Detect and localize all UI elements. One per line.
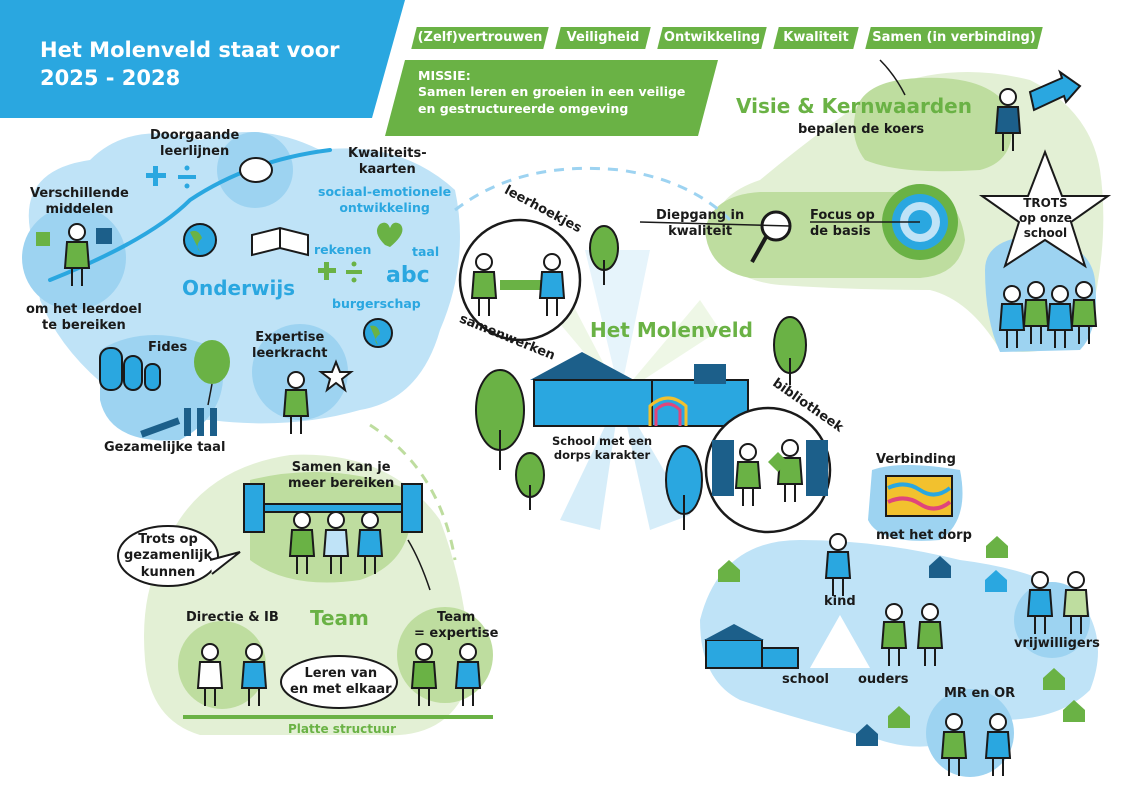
header-banner [0, 0, 405, 118]
value-tag-ontwikkeling: Ontwikkeling [660, 27, 764, 49]
molenveld-title: Het Molenveld [590, 318, 753, 342]
mission-banner [385, 60, 718, 136]
rekenen-label: rekenen [314, 242, 372, 257]
gezamelijke-taal-label: Gezamelijke taal [104, 440, 226, 455]
center-region [454, 166, 832, 534]
fides-label: Fides [148, 340, 188, 355]
kind-label: kind [824, 594, 856, 609]
mission-text: MISSIE: Samen leren en groeien in een ve… [418, 68, 685, 117]
taal-label: taal [412, 244, 440, 259]
burgerschap-label: burgerschap [332, 296, 421, 311]
mission-line-2: en gestructureerde omgeving [418, 100, 629, 116]
title-line-2: 2025 - 2028 [40, 66, 181, 91]
kwaliteitskaarten-label: Kwaliteits-kaarten [348, 146, 427, 178]
value-tag-kwaliteit: Kwaliteit [776, 27, 856, 49]
page-title: Het Molenveld staat voor 2025 - 2028 [40, 36, 340, 93]
title-line-1: Het Molenveld staat voor [40, 38, 340, 62]
school-label: school [782, 672, 830, 687]
team-region [117, 423, 493, 736]
directie-label: Directie & IB [186, 610, 279, 625]
value-tag-veiligheid: Veiligheid [558, 27, 648, 49]
community-region [700, 465, 1098, 777]
vrijwilligers-label: vrijwilligers [1014, 636, 1100, 651]
onderwijs-region [22, 132, 460, 441]
visie-region [639, 59, 1112, 352]
mission-line-1: Samen leren en groeien in een veilige [418, 84, 686, 100]
verbinding-label: Verbinding [876, 452, 956, 467]
mr-or-label: MR en OR [944, 686, 1016, 701]
visie-subtitle: bepalen de koers [798, 122, 925, 137]
visie-title: Visie & Kernwaarden [736, 94, 972, 118]
mission-label: MISSIE: [418, 68, 471, 83]
platte-structuur-label: Platte structuur [288, 722, 396, 736]
team-title: Team [310, 606, 369, 630]
dorp-label: met het dorp [876, 528, 972, 543]
value-tag-zelfvertrouwen: (Zelf)vertrouwen [414, 27, 546, 49]
team-expertise-label: Team= expertise [414, 610, 499, 642]
abc-label: abc [386, 263, 430, 288]
value-tag-samen: Samen (in verbinding) [868, 27, 1040, 49]
ouders-label: ouders [858, 672, 909, 687]
onderwijs-title: Onderwijs [182, 276, 296, 300]
